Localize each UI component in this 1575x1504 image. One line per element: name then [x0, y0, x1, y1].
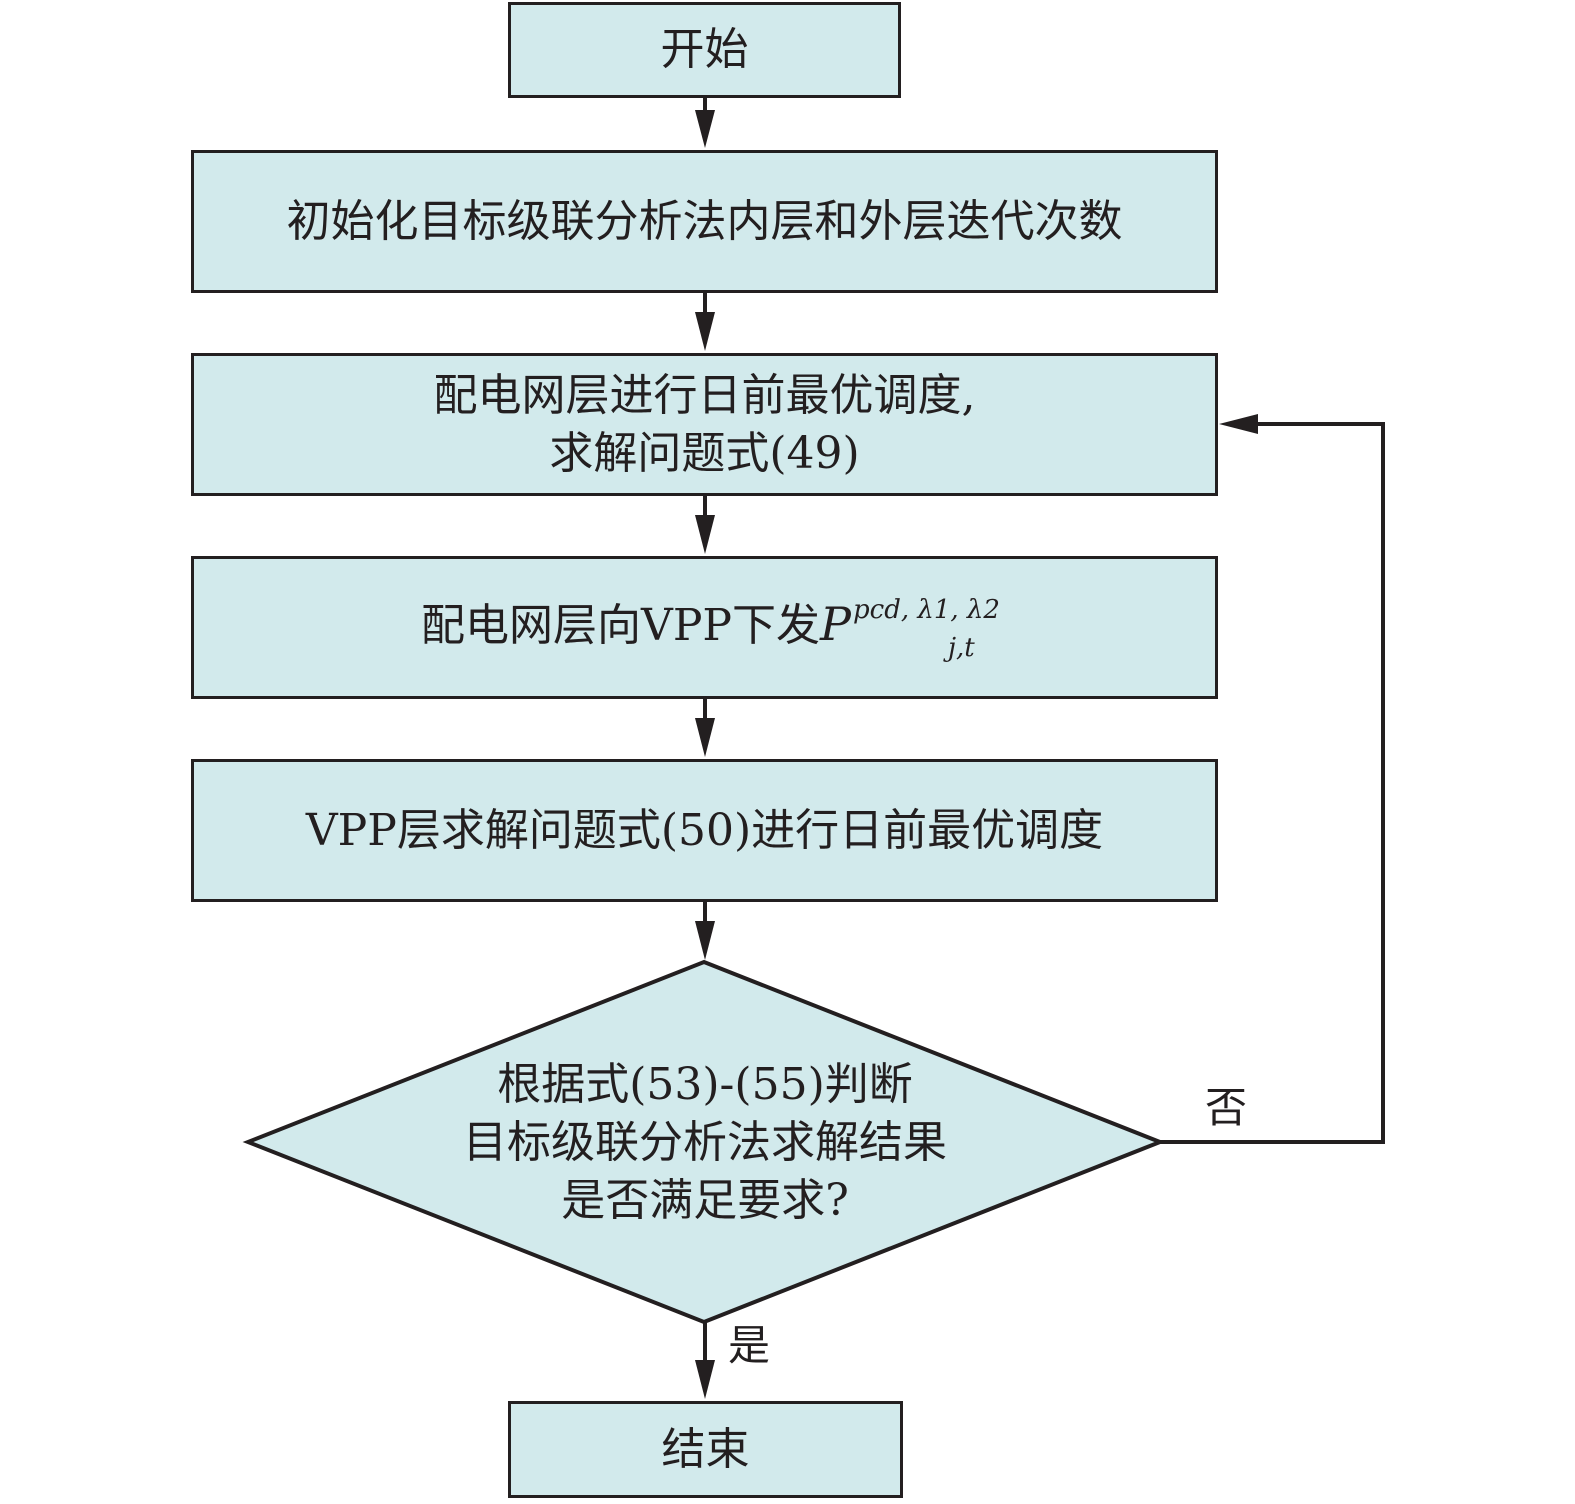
arrowhead-start-to-init [695, 110, 715, 148]
arrowhead-yes-to-end [695, 1360, 715, 1399]
send-to-vpp-label: 配电网层向VPP下发Ppcd, λ1, λ2 j,t [421, 595, 1000, 663]
arrow-no-loop [1160, 422, 1385, 1144]
vpp-dispatch-label: VPP层求解问题式(50)进行日前最优调度 [305, 804, 1104, 856]
power-superscript: pcd, λ1, λ2 [853, 594, 1000, 625]
arrowhead-vpp-to-decision [695, 921, 715, 960]
arrowhead-send-to-vpp [695, 718, 715, 757]
init-node: 初始化目标级联分析法内层和外层迭代次数 [191, 150, 1218, 293]
arrowhead-no-loop [1219, 414, 1258, 434]
power-subscript: j,t [947, 632, 975, 663]
yes-branch-label: 是 [728, 1321, 771, 1370]
init-node-label: 初始化目标级联分析法内层和外层迭代次数 [286, 195, 1123, 247]
decision-line3: 是否满足要求? [561, 1175, 849, 1226]
decision-line2: 目标级联分析法求解结果 [463, 1117, 947, 1168]
send-to-vpp-prefix: 配电网层向VPP下发 [421, 599, 821, 651]
end-node: 结束 [508, 1401, 903, 1498]
power-symbol: P [820, 596, 851, 651]
start-node-label: 开始 [660, 24, 749, 75]
end-node-label: 结束 [661, 1423, 750, 1475]
distribution-dispatch-line1: 配电网层进行日前最优调度, [433, 369, 976, 421]
distribution-dispatch-node: 配电网层进行日前最优调度, 求解问题式(49) [191, 353, 1218, 496]
decision-line1: 根据式(53)-(55)判断 [497, 1059, 913, 1110]
vpp-dispatch-node: VPP层求解问题式(50)进行日前最优调度 [191, 759, 1218, 902]
no-branch-label: 否 [1205, 1083, 1248, 1132]
start-node: 开始 [508, 2, 901, 98]
decision-node-text: 根据式(53)-(55)判断 目标级联分析法求解结果 是否满足要求? [250, 1048, 1160, 1238]
send-to-vpp-node: 配电网层向VPP下发Ppcd, λ1, λ2 j,t [191, 556, 1218, 699]
distribution-dispatch-line2: 求解问题式(49) [549, 427, 860, 479]
arrowhead-init-to-dispatch [695, 312, 715, 351]
arrowhead-dispatch-to-send [695, 515, 715, 554]
